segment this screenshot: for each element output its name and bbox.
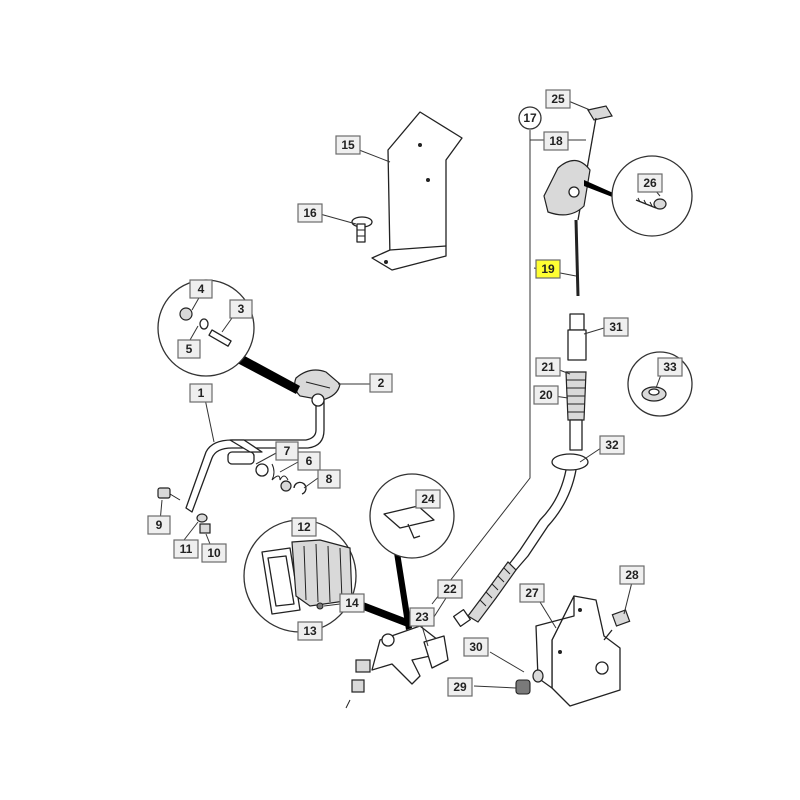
svg-text:27: 27: [525, 586, 539, 600]
svg-text:15: 15: [341, 138, 355, 152]
part-label-12[interactable]: 12: [291, 517, 317, 537]
svg-text:13: 13: [303, 624, 317, 638]
part-label-6[interactable]: 6: [297, 451, 321, 471]
pedal-pad-part: [294, 369, 341, 407]
part-label-19[interactable]: 19: [535, 259, 561, 279]
svg-text:12: 12: [297, 520, 311, 534]
svg-text:33: 33: [663, 360, 677, 374]
svg-text:20: 20: [539, 388, 553, 402]
shift-lever-part: [543, 105, 613, 221]
part-label-25[interactable]: 25: [545, 89, 571, 109]
svg-text:31: 31: [609, 320, 623, 334]
part-label-11[interactable]: 11: [173, 539, 199, 559]
part-label-27[interactable]: 27: [519, 583, 545, 603]
part-label-8[interactable]: 8: [317, 469, 341, 489]
svg-text:5: 5: [186, 342, 193, 356]
svg-text:29: 29: [453, 680, 467, 694]
part-label-3[interactable]: 3: [229, 299, 253, 319]
svg-text:19: 19: [541, 262, 555, 276]
svg-text:10: 10: [207, 546, 221, 560]
part-label-16[interactable]: 16: [297, 203, 323, 223]
part-label-5[interactable]: 5: [177, 339, 201, 359]
part-label-7[interactable]: 7: [275, 441, 299, 461]
part-label-31[interactable]: 31: [603, 317, 629, 337]
part-label-18[interactable]: 18: [543, 131, 569, 151]
group-line-17: [431, 130, 531, 605]
part-label-28[interactable]: 28: [619, 565, 645, 585]
part-label-24[interactable]: 24: [415, 489, 441, 509]
svg-text:26: 26: [643, 176, 657, 190]
svg-text:32: 32: [605, 438, 619, 452]
spring-part: [255, 463, 307, 495]
part-label-23[interactable]: 23: [409, 607, 435, 627]
svg-text:16: 16: [303, 206, 317, 220]
svg-text:28: 28: [625, 568, 639, 582]
svg-text:14: 14: [345, 596, 359, 610]
part-label-21[interactable]: 21: [535, 357, 561, 377]
mounting-bracket-part: [535, 595, 621, 707]
svg-text:25: 25: [551, 92, 565, 106]
svg-text:4: 4: [198, 282, 205, 296]
svg-text:22: 22: [443, 582, 457, 596]
screw-part: [351, 216, 373, 243]
svg-text:11: 11: [180, 542, 193, 556]
part-label-30[interactable]: 30: [463, 637, 489, 657]
svg-text:1: 1: [198, 386, 205, 400]
pedal-rod-part: [185, 397, 325, 513]
group-marker-17: [518, 106, 542, 130]
part-label-26[interactable]: 26: [637, 173, 663, 193]
svg-text:18: 18: [549, 134, 563, 148]
svg-text:21: 21: [541, 360, 555, 374]
bracket-plate-part: [371, 111, 463, 271]
svg-text:9: 9: [156, 518, 163, 532]
svg-text:8: 8: [326, 472, 333, 486]
bolt-part: [515, 609, 631, 695]
part-labels: 1 2 3 4 5 6 7 8 9 10 11 12 13 14 15 16 1…: [147, 89, 683, 697]
group-marker-17-text: 17: [523, 111, 537, 125]
part-label-33[interactable]: 33: [657, 357, 683, 377]
svg-text:23: 23: [415, 610, 429, 624]
part-label-20[interactable]: 20: [533, 385, 559, 405]
part-label-14[interactable]: 14: [339, 593, 365, 613]
part-label-13[interactable]: 13: [297, 621, 323, 641]
rod-part: [574, 219, 580, 297]
part-label-1[interactable]: 1: [189, 383, 213, 403]
fitting-parts: [157, 487, 211, 534]
part-label-4[interactable]: 4: [189, 279, 213, 299]
svg-text:30: 30: [469, 640, 483, 654]
svg-text:24: 24: [421, 492, 435, 506]
linkage-bracket-part: [345, 625, 449, 709]
detail-callout-screw: [611, 155, 693, 237]
part-label-15[interactable]: 15: [335, 135, 361, 155]
svg-text:6: 6: [306, 454, 313, 468]
part-label-32[interactable]: 32: [599, 435, 625, 455]
part-label-22[interactable]: 22: [437, 579, 463, 599]
svg-text:2: 2: [378, 376, 385, 390]
part-label-2[interactable]: 2: [369, 373, 393, 393]
cable-assembly-part: [452, 313, 589, 628]
part-label-9[interactable]: 9: [147, 515, 171, 535]
part-label-29[interactable]: 29: [447, 677, 473, 697]
svg-text:3: 3: [238, 302, 245, 316]
part-label-10[interactable]: 10: [201, 543, 227, 563]
svg-text:7: 7: [284, 444, 291, 458]
